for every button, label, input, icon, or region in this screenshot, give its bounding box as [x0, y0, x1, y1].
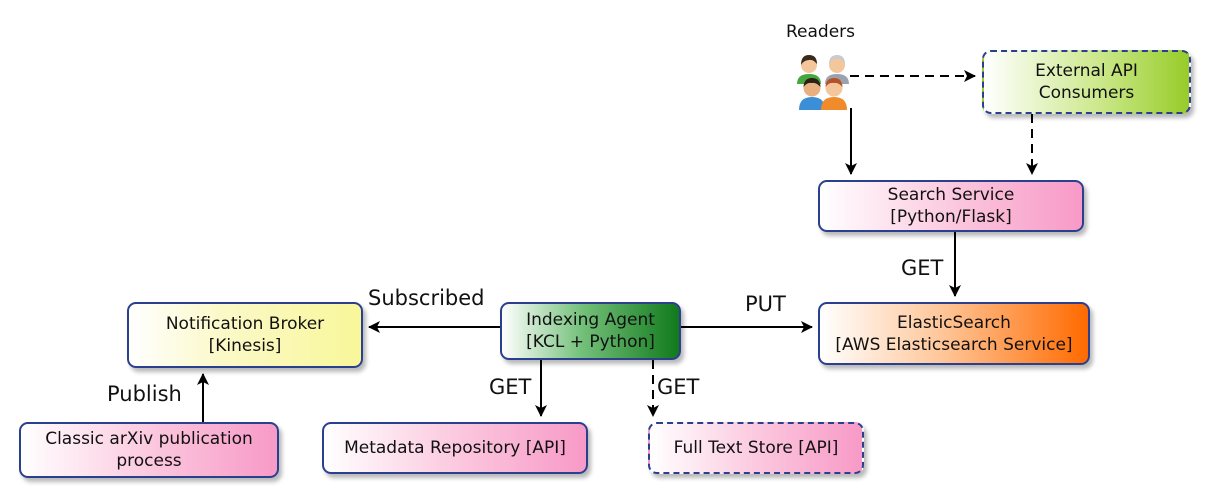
- node-label-line1: Notification Broker: [165, 314, 325, 334]
- metadata-repository-node[interactable]: Metadata Repository [API]: [322, 422, 588, 474]
- node-label-line2: Consumers: [1038, 83, 1135, 103]
- notification-broker-node[interactable]: Notification Broker [Kinesis]: [127, 302, 363, 368]
- classic-arxiv-publication-node[interactable]: Classic arXiv publication process: [19, 422, 279, 478]
- node-label-line2: process: [116, 451, 182, 471]
- external-api-consumers-node[interactable]: External API Consumers: [982, 50, 1191, 114]
- node-label-line1: Classic arXiv publication: [45, 429, 253, 449]
- edge-label-publish: Publish: [107, 382, 182, 406]
- edge-label-get-metadata: GET: [489, 375, 532, 399]
- edge-label-get-fulltext: GET: [657, 375, 700, 399]
- node-label-line2: [AWS Elasticsearch Service]: [835, 334, 1073, 355]
- node-label-line1: Metadata Repository [API]: [344, 438, 566, 458]
- people-group-icon: [797, 55, 849, 110]
- node-label-line1: Indexing Agent: [526, 310, 655, 330]
- node-label-line2: [Python/Flask]: [890, 207, 1012, 227]
- readers-label: Readers: [786, 22, 856, 42]
- indexing-agent-node[interactable]: Indexing Agent [KCL + Python]: [500, 302, 681, 360]
- node-label-line1: External API: [1035, 61, 1138, 81]
- search-service-node[interactable]: Search Service [Python/Flask]: [818, 180, 1084, 232]
- node-label-line1: Full Text Store [API]: [673, 438, 839, 458]
- node-label-line1: Search Service: [887, 185, 1015, 205]
- edge-label-put: PUT: [745, 292, 786, 316]
- edge-label-get-search: GET: [901, 256, 944, 280]
- elasticsearch-node[interactable]: ElasticSearch [AWS Elasticsearch Service…: [818, 302, 1090, 365]
- node-label-line2: [Kinesis]: [208, 336, 282, 356]
- node-label-line2: [KCL + Python]: [526, 332, 655, 352]
- node-label-line1: ElasticSearch: [897, 312, 1011, 333]
- full-text-store-node[interactable]: Full Text Store [API]: [648, 422, 864, 474]
- edge-label-subscribed: Subscribed: [368, 286, 485, 310]
